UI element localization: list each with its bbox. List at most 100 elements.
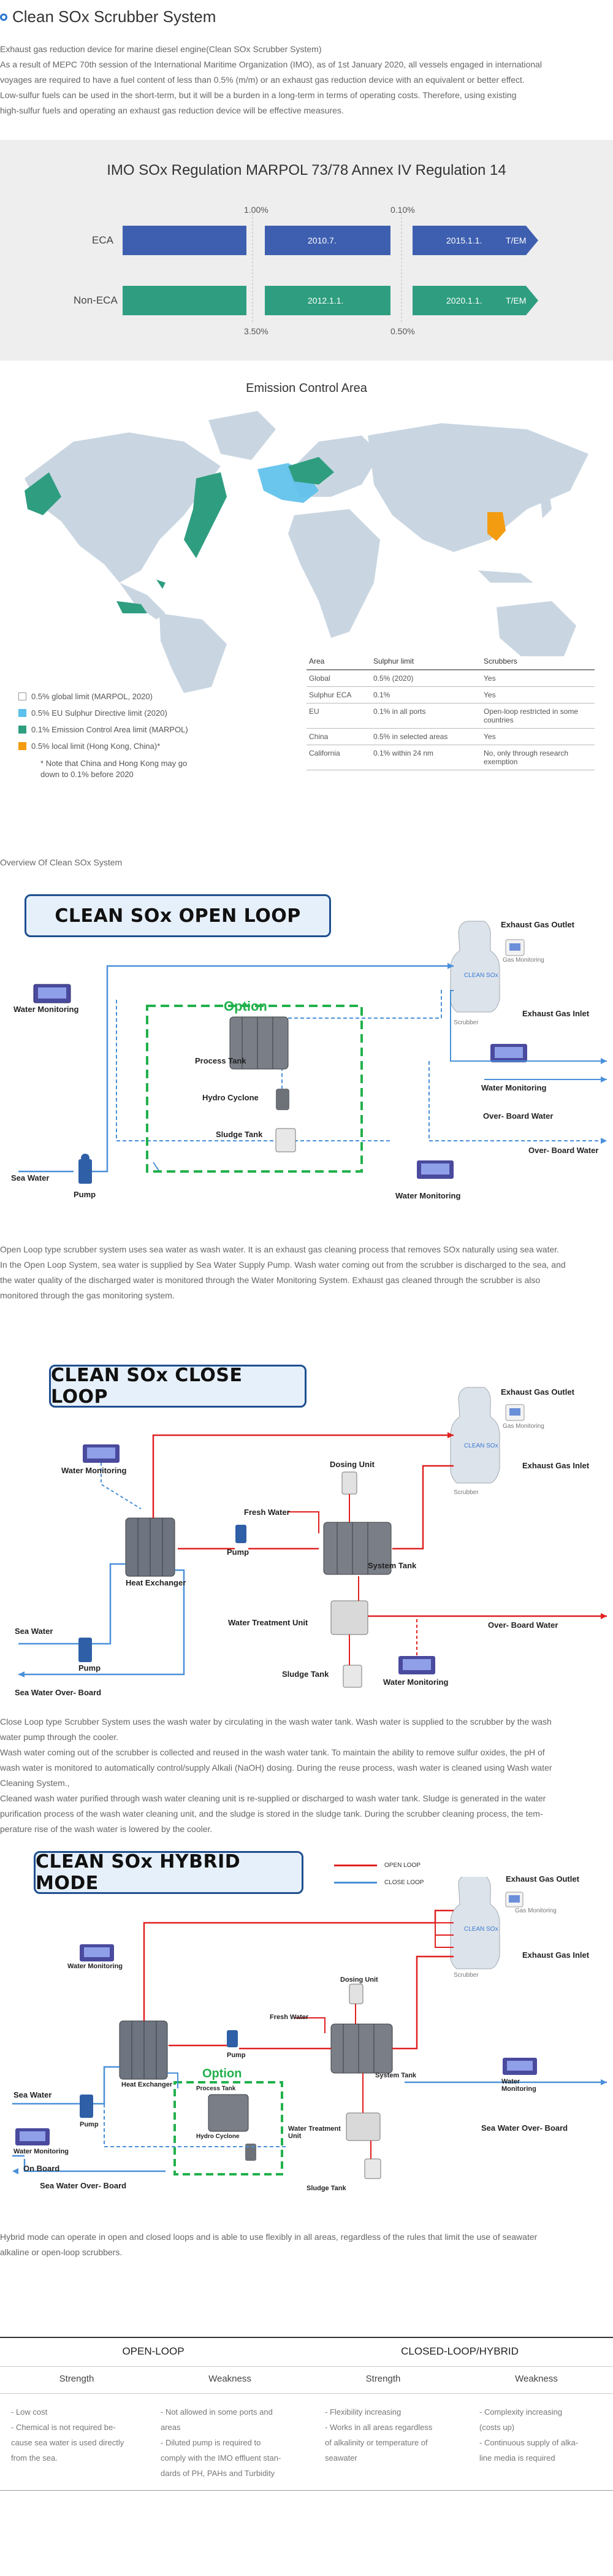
legend-swatch-eu: [18, 709, 26, 717]
hybrid-text: Hybrid mode can operate in open and clos…: [0, 2229, 613, 2260]
legend-china: 0.5% local limit (Hong Kong, China)*: [18, 742, 160, 751]
close-water-monitoring-bottom-label: Water Monitoring: [383, 1677, 449, 1687]
text-line: Open Loop type scrubber system uses sea …: [0, 1244, 560, 1254]
close-gas-monitoring-label: Gas Monitoring: [503, 1423, 544, 1430]
close-sea-water-label: Sea Water: [15, 1627, 53, 1636]
table-cell: Yes: [481, 728, 595, 745]
hybrid-system-tank-label: System Tank: [375, 2072, 417, 2079]
open-scrubber-label: Scrubber: [454, 1019, 479, 1026]
scrubber-tower: CLEAN SOx: [450, 1877, 500, 1969]
hybrid-scrubber-label: Scrubber: [454, 1972, 479, 1979]
list-item: - Diluted pump is required to: [161, 2438, 261, 2447]
close-exhaust-outlet-label: Exhaust Gas Outlet: [501, 1387, 574, 1397]
list-item: cause sea water is used directly: [11, 2438, 124, 2447]
bullet-icon: [0, 13, 7, 21]
text-line: water pump through the cooler.: [0, 1732, 119, 1742]
svg-text:CLEAN SOx: CLEAN SOx: [464, 1926, 498, 1933]
comparison-sub-divider: [0, 2393, 613, 2394]
non-eca-end: T/EM: [506, 296, 527, 305]
closed-weakness-heading: Weakness: [515, 2374, 558, 2384]
table-cell: 0.1% within 24 nm: [371, 745, 481, 770]
legend-text: OPEN LOOP: [384, 1862, 421, 1869]
page-header: Clean SOx Scrubber System: [0, 7, 216, 26]
open-weakness-heading: Weakness: [208, 2374, 251, 2384]
legend-eu: 0.5% EU Sulphur Directive limit (2020): [18, 708, 167, 718]
on-board-label: On Board: [23, 2164, 60, 2173]
legend-label: 0.5% global limit (MARPOL, 2020): [31, 692, 153, 701]
regulation-timeline: [123, 213, 538, 324]
close-overboard-label: Over- Board Water: [488, 1620, 558, 1630]
text-line: Cleaned wash water purified through wash…: [0, 1793, 546, 1803]
hybrid-option-label: Option: [202, 2067, 242, 2080]
text-line: wash water is monitored to automatically…: [0, 1763, 552, 1773]
hybrid-exhaust-inlet-label: Exhaust Gas Inlet: [522, 1950, 590, 1960]
open-sea-water-label: Sea Water: [11, 1173, 50, 1183]
scrubber-tower: CLEAN SOx: [450, 921, 500, 1013]
list-item: - Low cost: [11, 2407, 48, 2417]
list-item: of alkalinity or temperature of: [325, 2438, 428, 2447]
table-cell: China: [306, 728, 371, 745]
open-water-monitoring-bottom-label: Water Monitoring: [395, 1191, 461, 1200]
text-line: Hybrid mode can operate in open and clos…: [0, 2232, 538, 2242]
intro-text: Exhaust gas reduction device for marine …: [0, 42, 613, 118]
legend-swatch-global: [18, 692, 26, 700]
open-overboard-2-label: Over- Board Water: [528, 1146, 599, 1155]
legend-line-blue: [334, 1882, 377, 1884]
list-item: - Continuous supply of alka-: [479, 2438, 579, 2447]
non-eca-date-1: 2012.1.1.: [308, 296, 344, 305]
svg-text:CLEAN SOx: CLEAN SOx: [464, 972, 498, 979]
intro-line: As a result of MEPC 70th session of the …: [0, 59, 543, 69]
hybrid-pump-mid-label: Pump: [227, 2052, 246, 2059]
table-cell: 0.1%: [371, 686, 481, 703]
hybrid-heat-exchanger-label: Heat Exchanger: [121, 2081, 173, 2088]
open-loop-heading: OPEN-LOOP: [122, 2345, 185, 2357]
table-cell: 0.5% (2020): [371, 670, 481, 687]
table-cell: Yes: [481, 670, 595, 687]
legend-swatch-eca: [18, 726, 26, 734]
comparison-head-divider: [0, 2366, 613, 2367]
intro-line: high-sulfur fuels and operating an exhau…: [0, 105, 344, 115]
regulation-title: IMO SOx Regulation MARPOL 73/78 Annex IV…: [107, 162, 506, 178]
hybrid-sea-water-overboard-left-label: Sea Water Over- Board: [40, 2181, 127, 2190]
open-overboard-1-label: Over- Board Water: [483, 1111, 554, 1121]
non-eca-date-2: 2020.1.1.: [446, 296, 482, 305]
legend-label: 0.5% local limit (Hong Kong, China)*: [31, 742, 161, 751]
closed-loop-heading: CLOSED-LOOP/HYBRID: [401, 2345, 519, 2357]
option-label: Option: [224, 999, 267, 1014]
hybrid-legend-open: OPEN LOOP: [334, 1862, 421, 1869]
process-tank-label: Process Tank: [195, 1056, 246, 1065]
overview-title: Overview Of Clean SOx System: [0, 857, 123, 867]
open-pump-label: Pump: [74, 1190, 96, 1199]
hybrid-process-tank-label: Process Tank: [196, 2085, 236, 2092]
eca-row-label: ECA: [92, 234, 113, 246]
hybrid-water-monitoring-left-label: Water Monitoring: [13, 2148, 69, 2155]
system-tank-label: System Tank: [368, 1561, 417, 1570]
legend-text: CLOSE LOOP: [384, 1879, 424, 1886]
open-water-monitoring-right-label: Water Monitoring: [481, 1083, 547, 1092]
list-item: from the sea.: [11, 2453, 58, 2463]
text-line: the water quality of the discharged wate…: [0, 1275, 541, 1285]
scrubber-tower: CLEAN SOx: [450, 1387, 500, 1484]
close-pump-top-label: Pump: [227, 1547, 249, 1557]
table-header: Sulphur limit: [371, 653, 481, 670]
eca-date-2: 2015.1.1.: [446, 236, 482, 245]
close-pump-left-label: Pump: [78, 1663, 101, 1673]
intro-line: Exhaust gas reduction device for marine …: [0, 44, 322, 54]
hybrid-legend-close: CLOSE LOOP: [334, 1879, 424, 1886]
close-sea-water-overboard-label: Sea Water Over- Board: [15, 1688, 102, 1697]
list-item: - Not allowed in some ports and: [161, 2407, 273, 2417]
eca-date-1: 2010.7.: [308, 236, 337, 245]
top-label-2: 0.10%: [390, 205, 415, 215]
map-title: Emission Control Area: [246, 381, 367, 395]
legend-label: 0.5% EU Sulphur Directive limit (2020): [31, 708, 167, 718]
regulation-panel: IMO SOx Regulation MARPOL 73/78 Annex IV…: [0, 140, 613, 361]
table-cell: Sulphur ECA: [306, 686, 371, 703]
open-loop-text: Open Loop type scrubber system uses sea …: [0, 1242, 613, 1303]
text-line: perature rise of the wash water is lower…: [0, 1824, 213, 1834]
hybrid-exhaust-outlet-label: Exhaust Gas Outlet: [506, 1874, 579, 1884]
comparison-top-border: [0, 2337, 613, 2338]
table-cell: 0.5% in selected areas: [371, 728, 481, 745]
legend-line-red: [334, 1865, 377, 1866]
